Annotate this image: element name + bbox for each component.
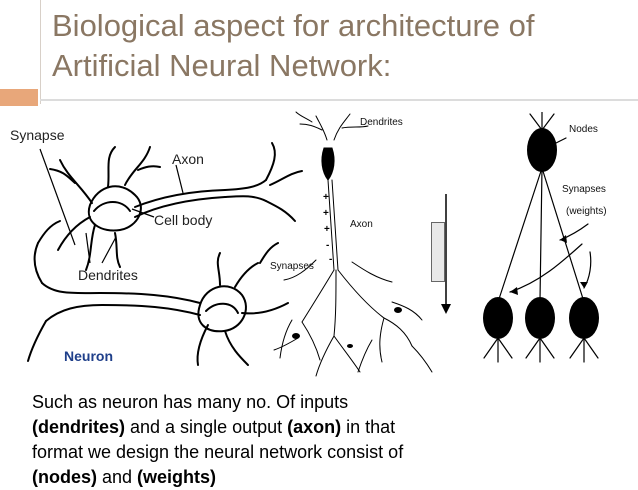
signal-axon-label: Axon (350, 219, 373, 230)
nodes-term: (nodes) (32, 467, 97, 487)
dendrites-term: (dendrites) (32, 417, 126, 437)
neuron-caption: Neuron (64, 348, 113, 364)
sign-plus-2: + (323, 208, 329, 219)
body-line-3: format we design the neural network cons… (32, 442, 404, 462)
network-weights-label: (weights) (566, 206, 607, 217)
weights-term: (weights) (137, 467, 217, 487)
slide-title-line-1: Biological aspect for architecture of (52, 8, 535, 43)
signal-dendrites-label: Dendrites (360, 117, 403, 128)
accent-rule (40, 99, 638, 101)
cell-body-label: Cell body (154, 212, 213, 228)
accent-square (0, 89, 38, 106)
network-synapses-label: Synapses (562, 184, 606, 195)
node-network-diagram (483, 112, 599, 363)
nodes-label: Nodes (569, 124, 598, 135)
sign-minus-2: - (329, 254, 333, 265)
body-text: Such as neuron has many no. Of inputs (d… (32, 390, 632, 490)
neuron-anatomy-diagram (27, 142, 303, 366)
sign-minus-1: - (326, 240, 330, 251)
axon-label: Axon (172, 151, 204, 167)
title-accent-vertical-line (40, 0, 41, 104)
slide-title-line-2: Artificial Neural Network: (52, 48, 392, 83)
axon-term: (axon) (287, 417, 342, 437)
signal-flow-diagram (273, 111, 451, 377)
dendrites-label: Dendrites (78, 267, 138, 283)
body-line-1: Such as neuron has many no. Of inputs (32, 392, 349, 412)
slide-title: Biological aspect for architecture of Ar… (52, 6, 632, 86)
body-line-2-text-1: and a single output (125, 417, 288, 437)
sign-plus-3: + (324, 224, 330, 235)
body-line-4-text-1: and (97, 467, 138, 487)
sign-plus-1: + (323, 192, 329, 203)
body-line-2-text-2: in that (341, 417, 396, 437)
signal-synapses-label: Synapses (270, 261, 314, 272)
synapse-label: Synapse (10, 127, 65, 143)
body-line-4: (nodes) and (weights) (32, 465, 632, 490)
image-stamp (431, 222, 445, 282)
body-line-2: (dendrites) and a single output (axon) i… (32, 415, 632, 440)
